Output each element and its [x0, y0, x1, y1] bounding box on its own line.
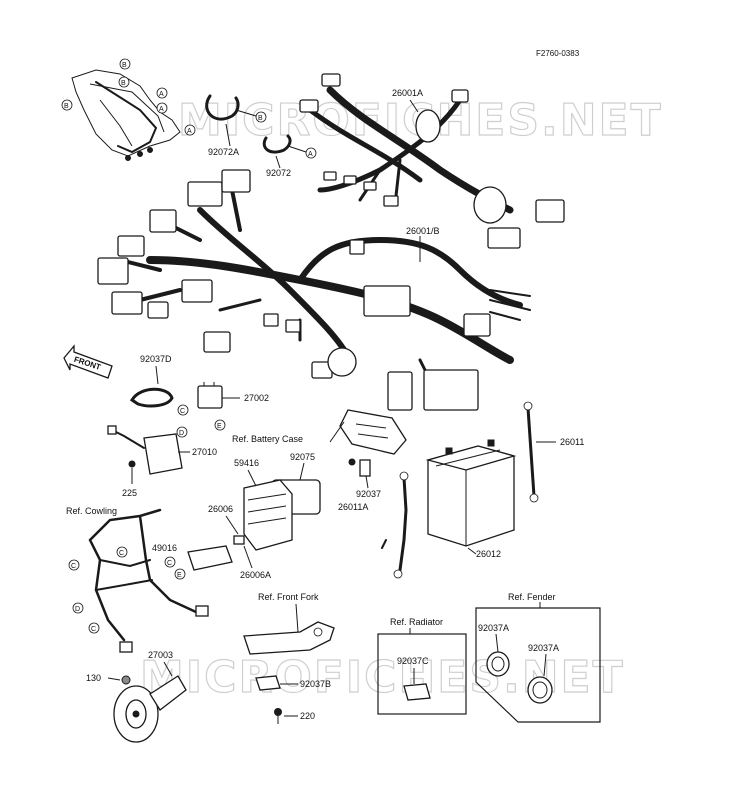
label-26006a: 26006A	[240, 570, 271, 580]
svg-text:B: B	[64, 103, 69, 110]
tie-92037d: C	[130, 365, 189, 416]
callout-c-cowl-4: C	[88, 622, 100, 634]
svg-text:D: D	[179, 430, 184, 437]
label-92037c: 92037C	[397, 656, 429, 666]
svg-text:C: C	[180, 408, 185, 415]
callout-b-2: B	[61, 99, 73, 111]
fusebox-59416	[243, 469, 293, 551]
label-26006: 26006	[208, 504, 233, 514]
clamp-92072: A	[262, 134, 317, 169]
callout-b-1: B	[119, 58, 131, 70]
svg-text:C: C	[91, 626, 96, 633]
fuse-26006	[187, 515, 253, 571]
label-92075: 92075	[290, 452, 315, 462]
clip-92037a-1	[486, 633, 510, 677]
label-26001b: 26001/B	[406, 226, 440, 236]
svg-text:A: A	[308, 151, 313, 158]
bracket-front-fork	[243, 603, 335, 655]
label-26012: 26012	[476, 549, 501, 559]
svg-text:E: E	[217, 423, 222, 430]
label-92037d: 92037D	[140, 354, 172, 364]
svg-text:A: A	[159, 106, 164, 113]
label-92072: 92072	[266, 168, 291, 178]
horn-27003	[113, 661, 187, 743]
label-92037a-1: 92037A	[478, 623, 509, 633]
callout-c-cowl-1: C	[68, 559, 80, 571]
label-49016: 49016	[152, 543, 177, 553]
clip-92037a-2	[527, 653, 553, 704]
svg-text:E: E	[177, 572, 182, 579]
label-92072a: 92072A	[208, 147, 239, 157]
svg-text:A: A	[159, 91, 164, 98]
ref-cowling: Ref. Cowling	[66, 506, 117, 516]
svg-text:C: C	[119, 550, 124, 557]
cowling-stay	[88, 508, 209, 653]
battery-26012	[425, 439, 517, 547]
svg-text:B: B	[258, 115, 263, 122]
figure-code: F2760-0383	[536, 49, 580, 58]
frame-sketch	[71, 69, 181, 161]
callout-a-2: A	[156, 102, 168, 114]
ref-front-fork: Ref. Front Fork	[258, 592, 319, 602]
label-27010: 27010	[192, 447, 217, 457]
radiator-ref-box	[377, 633, 467, 715]
leader-26001a	[409, 99, 419, 113]
module-27010: D	[107, 425, 190, 475]
label-225: 225	[122, 488, 137, 498]
label-92037b: 92037B	[300, 679, 331, 689]
ref-battery-case: Ref. Battery Case	[232, 434, 303, 444]
battery-case-bracket	[329, 409, 407, 466]
front-arrow: FRONT	[63, 344, 113, 379]
label-92037: 92037	[356, 489, 381, 499]
watermark-bottom: MICROFICHES.NET	[140, 652, 625, 703]
nut-130	[107, 675, 131, 685]
callout-c-cowl-2: C	[116, 546, 128, 558]
label-220: 220	[300, 711, 315, 721]
label-26001a: 26001A	[392, 88, 423, 98]
callout-e-cowl: E	[174, 568, 186, 580]
label-59416: 59416	[234, 458, 259, 468]
lead-26011a	[381, 471, 409, 579]
callout-a-3: A	[184, 124, 196, 136]
label-130: 130	[86, 673, 101, 683]
clip-92037	[359, 459, 371, 489]
svg-text:B: B	[122, 62, 127, 69]
svg-text:C: C	[167, 560, 172, 567]
lead-26011	[523, 401, 556, 503]
clamp-92072a: B	[205, 94, 267, 147]
bolt-220	[274, 708, 298, 724]
label-27003: 27003	[148, 650, 173, 660]
label-27002: 27002	[244, 393, 269, 403]
ref-radiator: Ref. Radiator	[390, 617, 443, 627]
harness-26001a	[299, 73, 565, 249]
fender-ref-box	[475, 607, 601, 723]
svg-text:B: B	[121, 80, 126, 87]
callout-b-3: B	[118, 76, 130, 88]
harness-26001b	[97, 169, 531, 411]
svg-text:C: C	[71, 563, 76, 570]
label-26011: 26011	[560, 437, 584, 447]
callout-c-cowl-3: C	[164, 556, 176, 568]
screw-225	[128, 460, 136, 484]
callout-d-cowl: D	[72, 602, 84, 614]
ref-fender: Ref. Fender	[508, 592, 556, 602]
label-92037a-2: 92037A	[528, 643, 559, 653]
relay-27002: E	[197, 382, 240, 431]
svg-text:D: D	[75, 606, 80, 613]
clip-92037c	[403, 668, 431, 701]
svg-text:A: A	[187, 128, 192, 135]
label-26011a: 26011A	[338, 502, 368, 512]
clip-92037b	[255, 675, 298, 691]
callout-a-1: A	[156, 87, 168, 99]
